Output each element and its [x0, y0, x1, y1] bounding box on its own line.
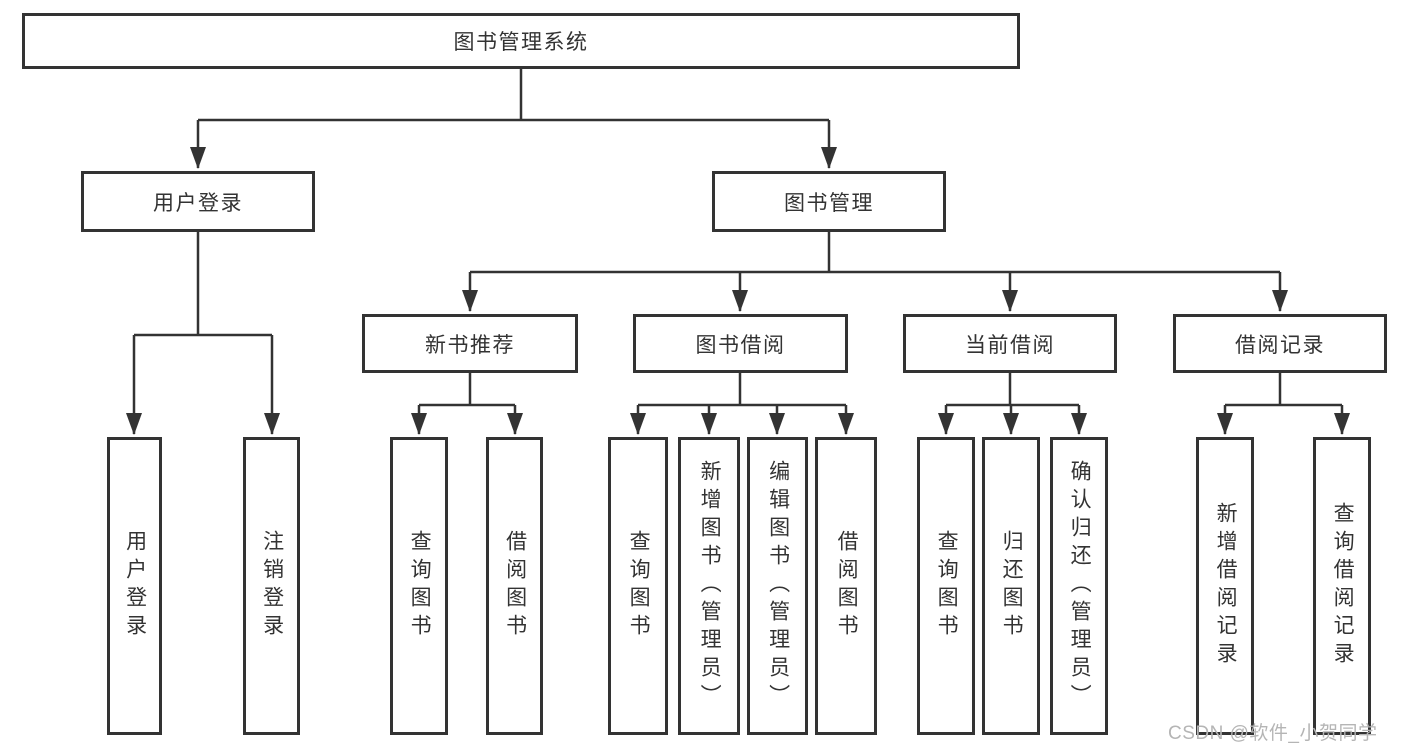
- leaf-borrow-books: 借阅图书: [815, 437, 877, 735]
- leaf-borrow-books: 借阅图书: [486, 437, 543, 735]
- leaf-logout: 注销登录: [243, 437, 300, 735]
- leaf-label: 确认归还（管理员）: [1068, 460, 1092, 712]
- node-book-management: 图书管理: [712, 171, 946, 232]
- csdn-watermark: CSDN @软件_小贺同学: [1168, 723, 1378, 744]
- leaf-query-borrowing-record: 查询借阅记录: [1313, 437, 1371, 735]
- node-label: 图书管理系统: [453, 31, 589, 54]
- leaf-confirm-return-admin: 确认归还（管理员）: [1050, 437, 1108, 735]
- connector-book-management-to-level3: [462, 232, 1288, 312]
- leaf-label: 查询借阅记录: [1331, 502, 1355, 670]
- node-borrowing-records: 借阅记录: [1173, 314, 1387, 373]
- leaf-label: 注销登录: [260, 530, 284, 642]
- leaf-label: 查询图书: [408, 530, 432, 642]
- leaf-query-books: 查询图书: [608, 437, 668, 735]
- connector-user-login-to-leaves: [126, 232, 280, 435]
- node-book-borrowing: 图书借阅: [633, 314, 848, 373]
- leaf-label: 用户登录: [123, 530, 147, 642]
- leaf-label: 借阅图书: [835, 530, 859, 642]
- node-new-book-recommendation: 新书推荐: [362, 314, 578, 373]
- leaf-label: 新增借阅记录: [1214, 502, 1238, 670]
- leaf-query-books: 查询图书: [390, 437, 448, 735]
- leaf-return-books: 归还图书: [982, 437, 1040, 735]
- node-label: 新书推荐: [425, 333, 515, 357]
- node-label: 图书管理: [784, 191, 874, 215]
- leaf-query-books: 查询图书: [917, 437, 975, 735]
- connector-borrowing-records-to-leaves: [1217, 373, 1350, 435]
- leaf-edit-books-admin: 编辑图书（管理员）: [747, 437, 808, 735]
- leaf-label: 查询图书: [935, 530, 959, 642]
- node-label: 用户登录: [153, 191, 243, 215]
- leaf-add-borrowing-record: 新增借阅记录: [1196, 437, 1254, 735]
- leaf-user-login: 用户登录: [107, 437, 162, 735]
- leaf-label: 借阅图书: [503, 530, 527, 642]
- leaf-label: 查询图书: [627, 530, 651, 642]
- connector-current-borrowing-to-leaves: [938, 373, 1087, 435]
- connector-book-borrowing-to-leaves: [630, 373, 854, 435]
- connector-root-to-level2: [190, 69, 837, 169]
- node-current-borrowing: 当前借阅: [903, 314, 1117, 373]
- node-label: 当前借阅: [965, 333, 1055, 357]
- node-library-management-system: 图书管理系统: [22, 13, 1020, 69]
- leaf-add-books-admin: 新增图书（管理员）: [678, 437, 740, 735]
- node-user-login: 用户登录: [81, 171, 315, 232]
- leaf-label: 归还图书: [1000, 530, 1024, 642]
- connector-new-book-recommendation-to-leaves: [411, 373, 523, 435]
- leaf-label: 新增图书（管理员）: [698, 460, 722, 712]
- node-label: 借阅记录: [1235, 333, 1325, 357]
- leaf-label: 编辑图书（管理员）: [766, 460, 790, 712]
- node-label: 图书借阅: [695, 333, 786, 357]
